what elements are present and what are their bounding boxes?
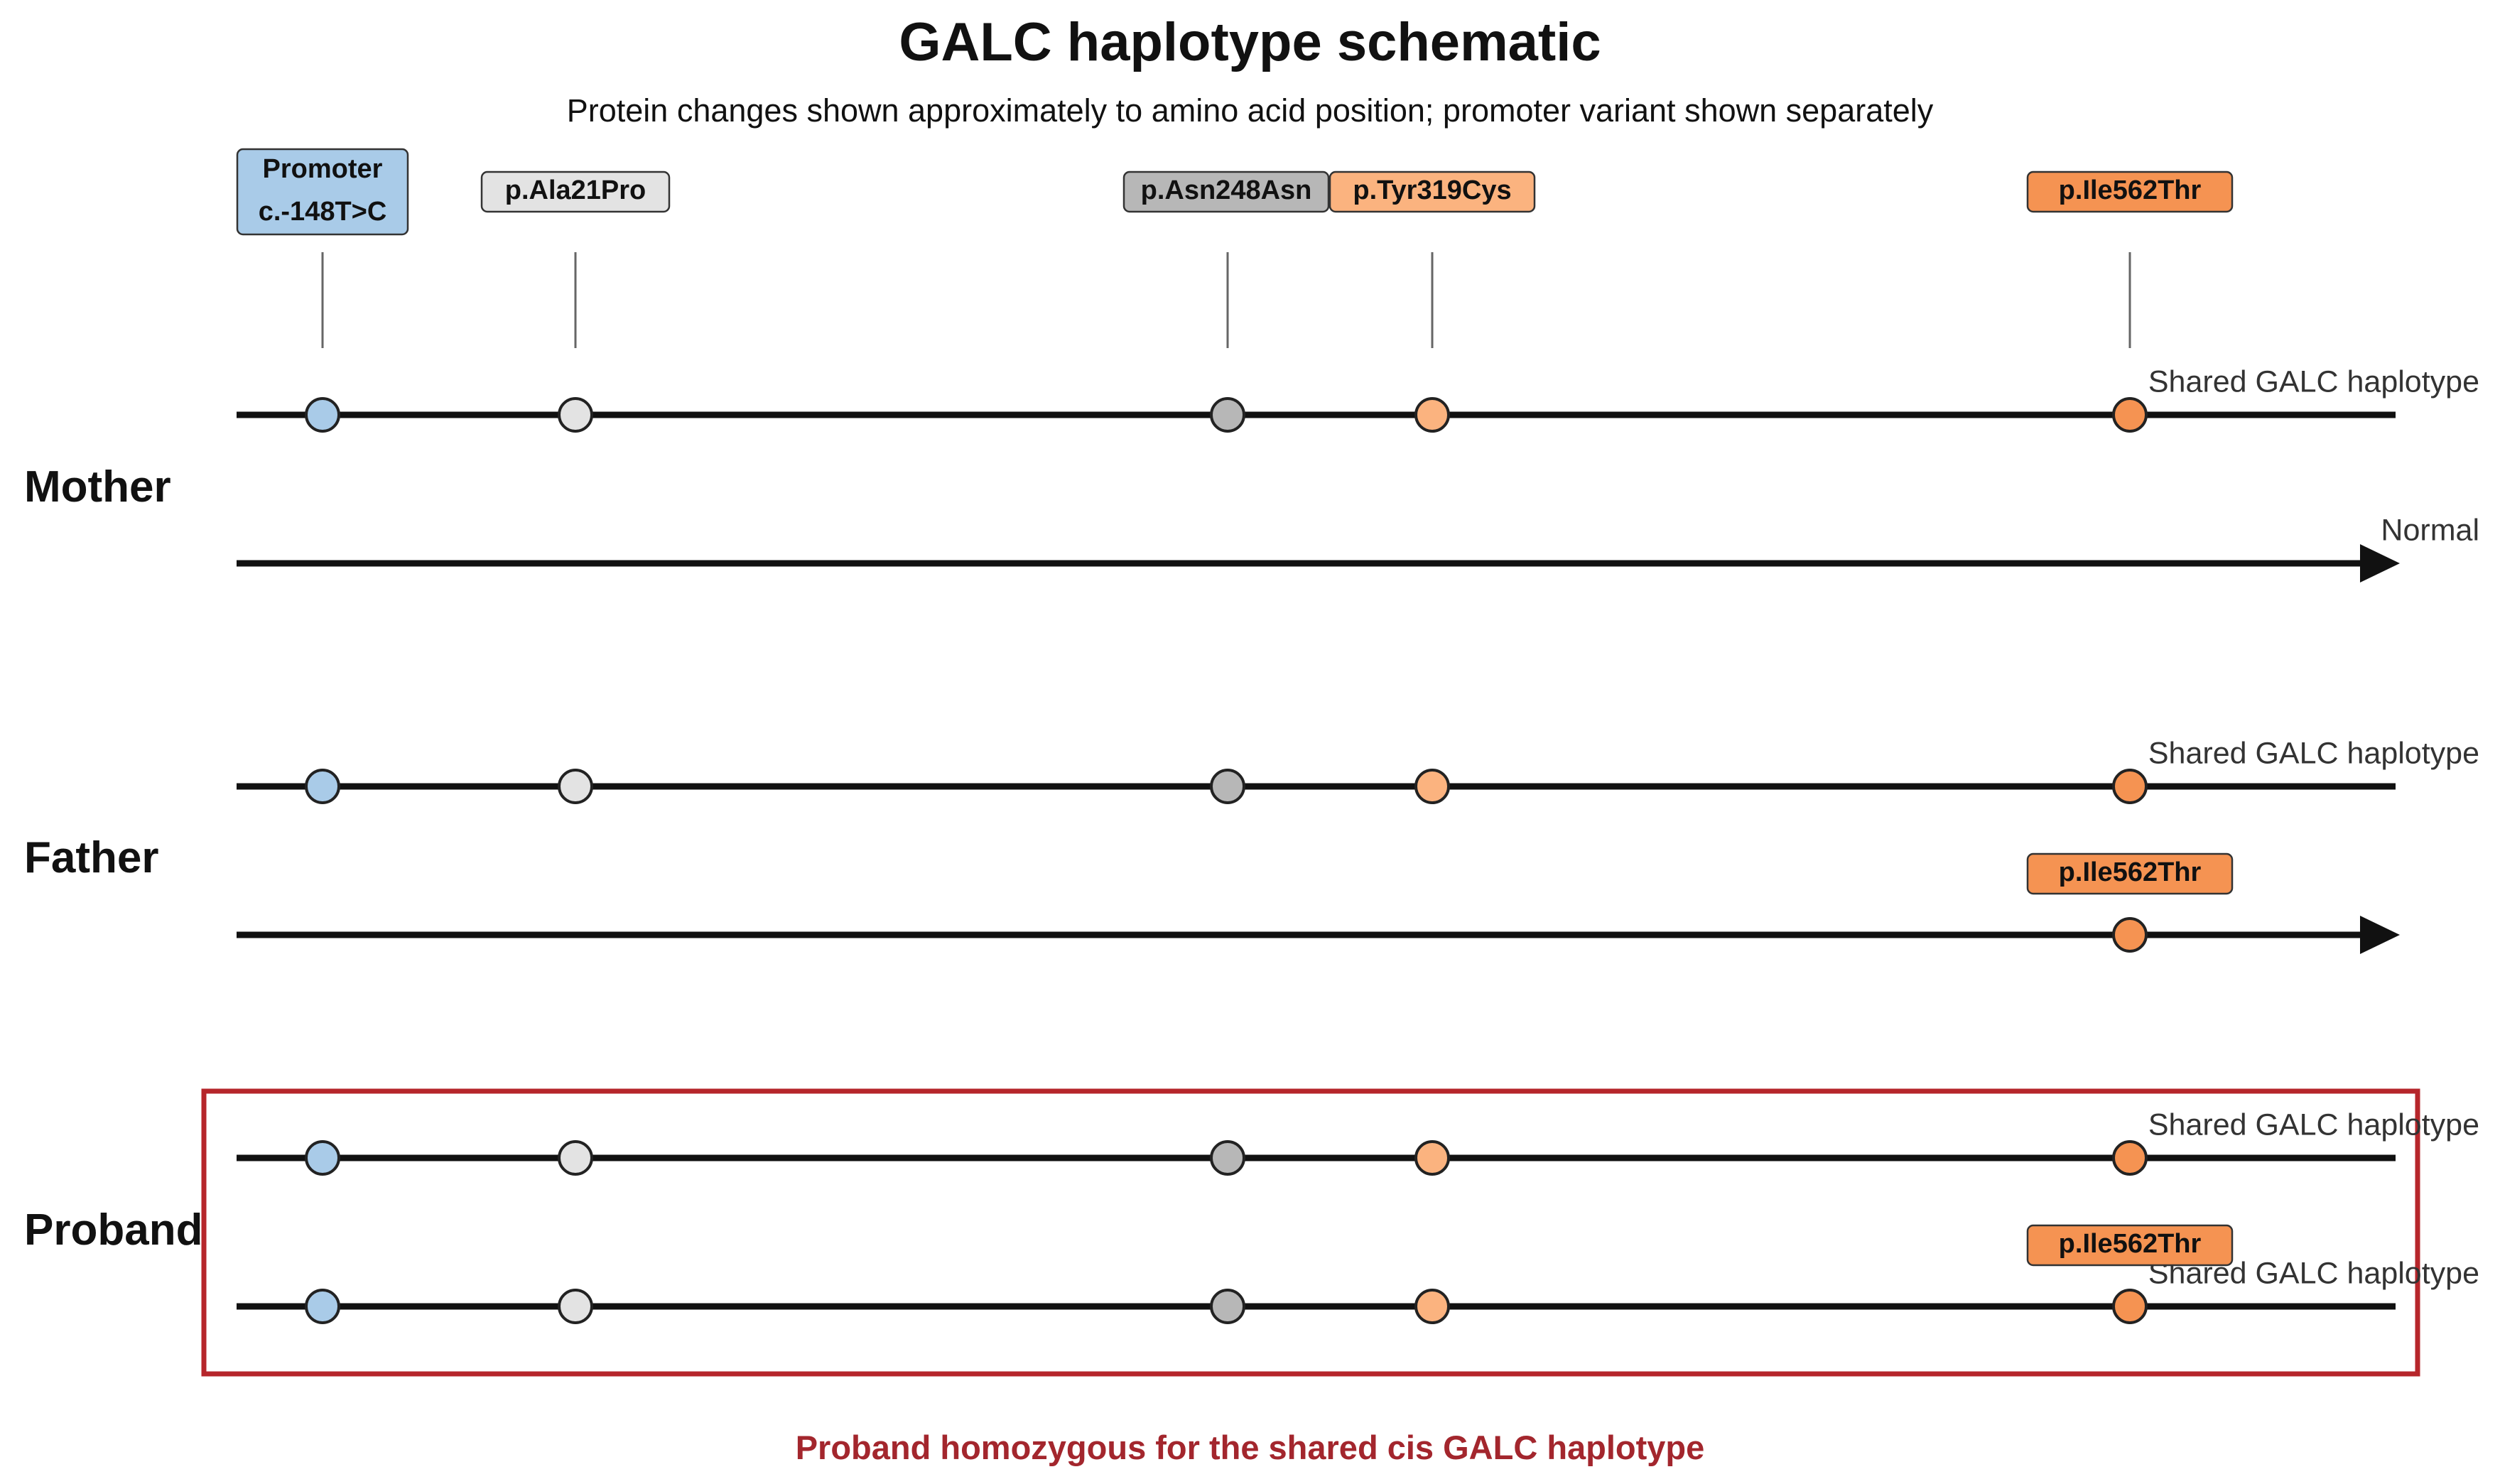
variant-tag-asn248asn-text: p.Asn248Asn [1141, 175, 1312, 205]
proband-haplotype-2-tag-ile562thr-box [2026, 1224, 2234, 1267]
footer-note: Proband homozygous for the shared cis GA… [795, 1429, 1705, 1466]
proband-haplotype-1-marker-ala21pro [558, 1140, 593, 1176]
father-haplotype-1-label: Shared GALC haplotype [2148, 736, 2479, 770]
variant-tag-tyr319cys: p.Tyr319Cys [1329, 170, 1536, 213]
individual-label-father: Father [24, 833, 159, 882]
mother-haplotype-1-marker-ile562thr [2112, 397, 2148, 433]
mother-haplotype-1-marker-tyr319cys [1414, 397, 1450, 433]
proband-haplotype-2-tag-ile562thr: p.Ile562Thr [2026, 1224, 2234, 1267]
proband-haplotype-1-marker-tyr319cys [1414, 1140, 1450, 1176]
father-haplotype-2-tag-ile562thr-box [2026, 852, 2234, 895]
variant-tag-tyr319cys-text: p.Tyr319Cys [1353, 175, 1511, 205]
proband-highlight-box [201, 1088, 2420, 1377]
variant-tag-ile562thr: p.Ile562Thr [2026, 170, 2234, 213]
father-haplotype-1-marker-ile562thr [2112, 769, 2148, 804]
proband-haplotype-2-marker-tyr319cys [1414, 1289, 1450, 1324]
variant-tag-promoter-text: Promoter [263, 154, 383, 184]
mother-haplotype-1-label: Shared GALC haplotype [2148, 364, 2479, 399]
proband-haplotype-1-marker-ile562thr [2112, 1140, 2148, 1176]
father-haplotype-2-marker-ile562thr [2112, 917, 2148, 953]
proband-haplotype-1-label: Shared GALC haplotype [2148, 1107, 2479, 1142]
mother-haplotype-1-marker-ala21pro [558, 397, 593, 433]
variant-tag-tyr319cys-box [1329, 170, 1536, 213]
father-haplotype-1-marker-promoter [305, 769, 340, 804]
variant-tag-promoter-box [236, 148, 409, 236]
proband-haplotype-2-tag-ile562thr-text: p.Ile562Thr [2059, 1229, 2202, 1259]
variant-tag-ile562thr-box [2026, 170, 2234, 213]
figure-title: GALC haplotype schematic [899, 12, 1601, 72]
variant-tag-ala21pro-text: p.Ala21Pro [505, 175, 646, 205]
mother-haplotype-2-arrowhead [2360, 544, 2400, 583]
variant-tag-asn248asn: p.Asn248Asn [1122, 170, 1330, 213]
variant-tag-ala21pro: p.Ala21Pro [480, 170, 671, 213]
mother-haplotype-2-label: Normal [2381, 513, 2479, 547]
individual-label-proband: Proband [24, 1206, 203, 1255]
variant-tag-promoter-text: c.-148T>C [259, 197, 387, 227]
proband-haplotype-2-marker-ala21pro [558, 1289, 593, 1324]
individual-label-mother: Mother [24, 462, 171, 511]
figure-subtitle: Protein changes shown approximately to a… [566, 92, 1934, 129]
mother-haplotype-1-marker-promoter [305, 397, 340, 433]
mother-haplotype-1-marker-asn248asn [1210, 397, 1245, 433]
proband-haplotype-2-marker-promoter [305, 1289, 340, 1324]
father-haplotype-2-tag-ile562thr-text: p.Ile562Thr [2059, 857, 2202, 887]
variant-tag-promoter: Promoter c.-148T>C [236, 148, 409, 236]
proband-haplotype-1-marker-promoter [305, 1140, 340, 1176]
father-haplotype-1-marker-asn248asn [1210, 769, 1245, 804]
variant-tag-ile562thr-text: p.Ile562Thr [2059, 175, 2202, 205]
father-haplotype-2-arrowhead [2360, 916, 2400, 954]
father-haplotype-2-tag-ile562thr: p.Ile562Thr [2026, 852, 2234, 895]
proband-haplotype-2-marker-ile562thr [2112, 1289, 2148, 1324]
father-haplotype-1-marker-tyr319cys [1414, 769, 1450, 804]
proband-haplotype-1-marker-asn248asn [1210, 1140, 1245, 1176]
variant-tag-ala21pro-box [480, 170, 671, 213]
father-haplotype-1-marker-ala21pro [558, 769, 593, 804]
proband-haplotype-2-marker-asn248asn [1210, 1289, 1245, 1324]
variant-tag-asn248asn-box [1122, 170, 1330, 213]
